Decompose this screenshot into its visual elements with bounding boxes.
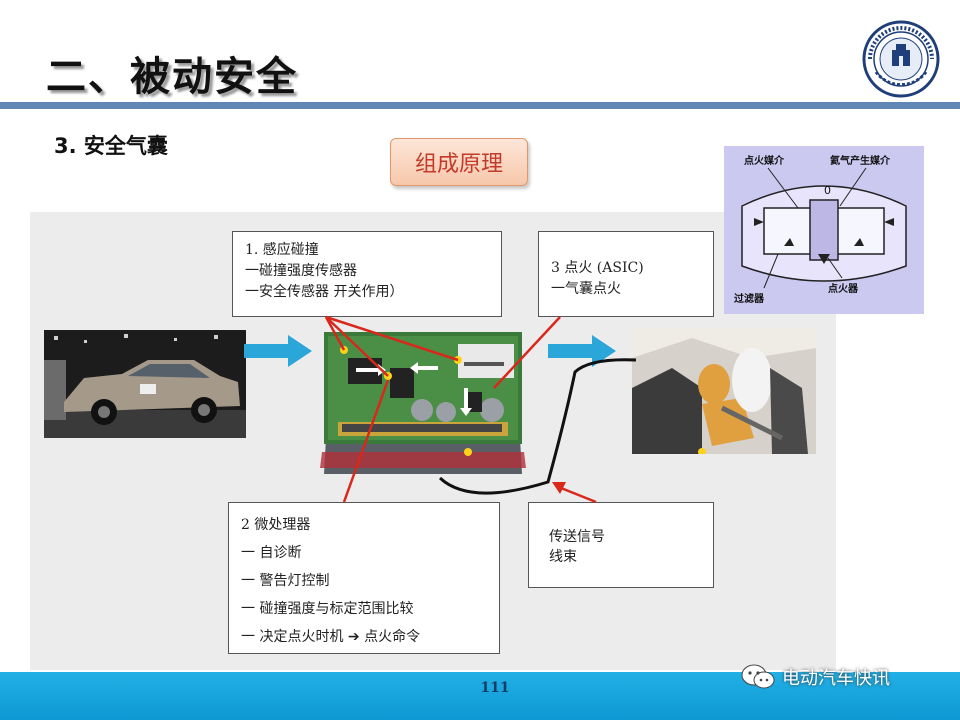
- signal-line-1: 传送信号: [549, 529, 605, 545]
- slide-title: 二、被动安全: [46, 54, 298, 100]
- signal-harness-box: 传送信号 线束: [528, 502, 714, 588]
- principle-badge: 组成原理: [390, 138, 528, 186]
- footer-bar: [0, 672, 960, 720]
- watermark: 电动汽车快讯: [740, 662, 890, 692]
- label-gas-medium: 氦气产生媒介: [830, 154, 891, 167]
- ignition-heading: 3 点火 (ASIC): [551, 260, 644, 276]
- signal-line-2: 线束: [549, 549, 577, 565]
- wechat-icon: [741, 664, 775, 689]
- microprocessor-box: 2 微处理器 一 自诊断 一 警告灯控制 一 碰撞强度与标定范围比较 一 决定点…: [228, 502, 500, 654]
- microprocessor-line-4: 一 决定点火时机 ➔ 点火命令: [241, 629, 421, 645]
- ignition-box: 3 点火 (ASIC) 一气囊点火: [538, 231, 714, 317]
- crash-test-photo: [44, 330, 246, 438]
- section-heading: 3. 安全气囊: [54, 134, 168, 158]
- microprocessor-line-2: 一 警告灯控制: [241, 573, 330, 589]
- sensing-heading: 1. 感应碰撞: [245, 242, 319, 258]
- airbag-control-unit: [320, 332, 526, 474]
- flow-arrow-1: [244, 335, 312, 367]
- label-igniter: 点火器: [828, 282, 859, 295]
- watermark-text: 电动汽车快讯: [782, 668, 890, 689]
- airbag-deployment-photo: [632, 328, 816, 454]
- page-number: 111: [480, 680, 510, 696]
- microprocessor-line-1: 一 自诊断: [241, 545, 302, 561]
- sensing-line-1: 一碰撞强度传感器: [245, 263, 357, 279]
- sensing-line-2: 一安全传感器 开关作用）: [245, 284, 404, 300]
- sensing-box: 1. 感应碰撞 一碰撞强度传感器 一安全传感器 开关作用）: [232, 231, 502, 317]
- label-igniter-medium: 点火媒介: [744, 154, 785, 167]
- label-zero: 0: [824, 184, 831, 197]
- flow-arrow-2: [548, 335, 616, 367]
- ignition-line-1: 一气囊点火: [551, 281, 621, 297]
- inflator-cutaway-diagram: 点火媒介 氦气产生媒介 0 过滤器 点火器: [724, 146, 924, 314]
- title-divider: [0, 102, 960, 109]
- university-seal-logo: [862, 20, 940, 98]
- label-filter: 过滤器: [734, 292, 765, 305]
- microprocessor-line-3: 一 碰撞强度与标定范围比较: [241, 601, 414, 617]
- microprocessor-heading: 2 微处理器: [241, 517, 311, 533]
